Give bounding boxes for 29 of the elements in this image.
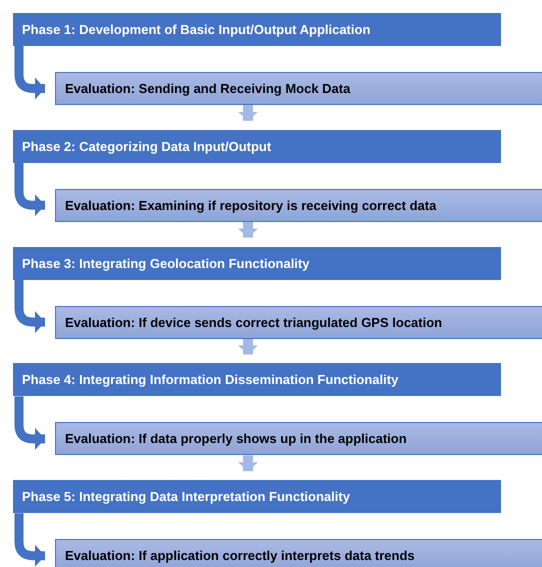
arrow (238, 455, 258, 472)
step-title: Phase 5: Integrating Data Interpretation Functionality (22, 489, 350, 504)
arrow (14, 513, 45, 567)
arrow (14, 280, 45, 334)
step-title: Phase 2: Categorizing Data Input/Output (22, 138, 272, 154)
phase-box (13, 363, 501, 396)
step-title: Evaluation: Sending and Receiving Mock Data (65, 81, 350, 96)
arrow (14, 162, 45, 216)
step-title: Evaluation: Examining if repository is receiving correct data (65, 198, 436, 213)
evaluation-box (55, 188, 542, 222)
evaluation-box (55, 306, 542, 339)
phase-box (13, 13, 501, 46)
step-title: Evaluation: If device sends correct triangulated GPS location (65, 314, 442, 330)
phase-box (13, 480, 501, 514)
arrow (14, 46, 45, 100)
step-title: Evaluation: If data properly shows up in the application (65, 431, 407, 446)
arrow (238, 222, 258, 238)
arrow (14, 396, 45, 450)
evaluation-box (55, 539, 542, 567)
step-title: Phase 4: Integrating Information Dissemination Functionality (22, 372, 398, 388)
phase-box (13, 130, 501, 163)
evaluation-box (55, 422, 542, 456)
step-title: Evaluation: If application correctly interprets data trends (65, 548, 415, 564)
phase-box (13, 246, 501, 280)
arrow (238, 338, 258, 354)
arrow (238, 105, 258, 121)
step-title: Phase 1: Development of Basic Input/Output Application (22, 22, 370, 37)
step-title: Phase 3: Integrating Geolocation Functionality (22, 256, 310, 271)
evaluation-box (55, 72, 542, 105)
